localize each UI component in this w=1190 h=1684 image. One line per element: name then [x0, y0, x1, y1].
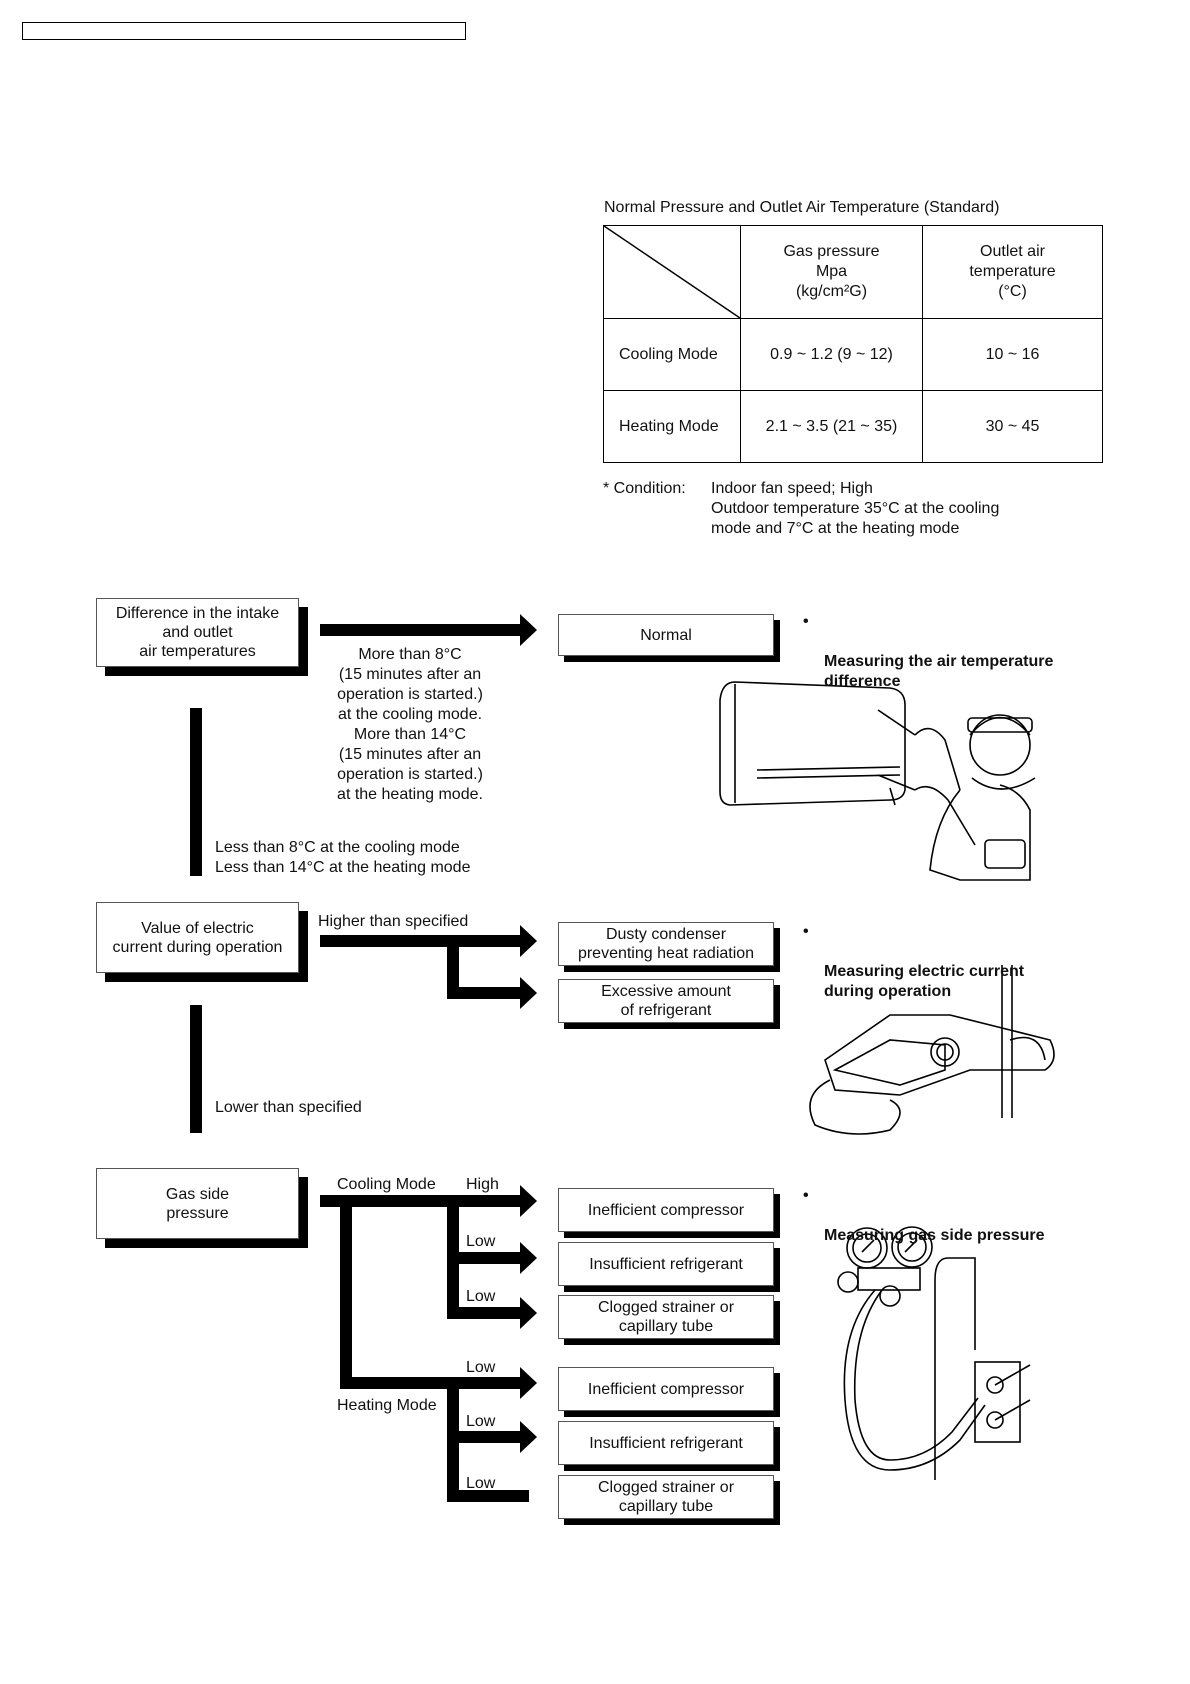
table-row: Cooling Mode 0.9 ~ 1.2 (9 ~ 12) 10 ~ 16	[603, 318, 1103, 391]
arrow-normal	[320, 614, 537, 646]
note-electric-current: • Measuring electric current during oper…	[803, 922, 1025, 1002]
check-electric-current: Value of electric current during operati…	[96, 902, 299, 973]
low-label-cooling-1: Low	[466, 1233, 496, 1250]
gauge-manifold-illustration	[837, 1226, 1031, 1480]
result-clogged-strainer-heating: Clogged strainer or capillary tube	[558, 1475, 774, 1519]
condition-label: * Condition:	[603, 480, 686, 497]
low-label-heating-2: Low	[466, 1413, 496, 1430]
low-label-heating-1: Low	[466, 1359, 496, 1376]
standard-pressure-table: Gas pressure Mpa (kg/cm²G) Outlet air te…	[603, 225, 1103, 463]
bullet-dot: •	[803, 613, 809, 630]
header-gas-pressure: Gas pressure Mpa (kg/cm²G)	[740, 225, 923, 319]
lower-than-specified-label: Lower than specified	[215, 1099, 362, 1116]
low-label-cooling-2: Low	[466, 1288, 496, 1305]
note-gas-pressure: • Measuring gas side pressure	[803, 1186, 1045, 1246]
table-row: Heating Mode 2.1 ~ 3.5 (21 ~ 35) 30 ~ 45	[603, 390, 1103, 463]
bullet-dot: •	[803, 923, 809, 940]
higher-than-specified-label: Higher than specified	[318, 913, 469, 930]
row-mode: Cooling Mode	[603, 318, 741, 391]
note-air-temperature: • Measuring the air temperature differen…	[803, 612, 1054, 692]
arrow-dusty	[320, 925, 537, 957]
result-dusty-condenser: Dusty condenser preventing heat radiatio…	[558, 922, 774, 966]
header-outlet-temperature: Outlet air temperature (°C)	[922, 225, 1103, 319]
arrow-cooling-low-1	[459, 1242, 537, 1274]
heating-bar	[340, 1377, 465, 1389]
arrow-excessive	[447, 977, 537, 1009]
note-air-temperature-text: Measuring the air temperature difference	[824, 653, 1054, 690]
heating-mode-label: Heating Mode	[337, 1397, 437, 1414]
diagonal-line	[604, 226, 740, 318]
condition-line-1: Indoor fan speed; High	[711, 480, 873, 497]
connector-check2-check3	[190, 1005, 202, 1133]
result-excessive-refrigerant: Excessive amount of refrigerant	[558, 979, 774, 1023]
note-electric-current-text: Measuring electric current during operat…	[824, 963, 1025, 1000]
page-header-box	[22, 22, 466, 40]
arrow-heating-low-1	[459, 1367, 537, 1399]
table-corner-cell	[603, 225, 741, 319]
bullet-dot: •	[803, 1187, 809, 1204]
normal-condition-text: More than 8°C (15 minutes after an opera…	[337, 646, 483, 803]
cooling-mode-label: Cooling Mode	[337, 1176, 436, 1193]
low-label-heating-3: Low	[466, 1475, 496, 1492]
arrow-heating-low-2	[459, 1421, 537, 1453]
condition-line-3: mode and 7°C at the heating mode	[711, 520, 960, 537]
branch-vertical-current	[447, 941, 459, 999]
table-title: Normal Pressure and Outlet Air Temperatu…	[604, 199, 1000, 216]
result-insufficient-refrigerant-heating: Insufficient refrigerant	[558, 1421, 774, 1465]
connector-check1-check2	[190, 708, 202, 876]
result-clogged-strainer-cooling: Clogged strainer or capillary tube	[558, 1295, 774, 1339]
row-gas: 0.9 ~ 1.2 (9 ~ 12)	[740, 318, 923, 391]
arrow-cooling-high	[352, 1185, 537, 1217]
row-outlet: 30 ~ 45	[922, 390, 1103, 463]
check-air-temperature-difference: Difference in the intake and outlet air …	[96, 598, 299, 667]
note-gas-pressure-text: Measuring gas side pressure	[824, 1227, 1045, 1244]
gas-main-vertical	[340, 1195, 352, 1389]
row-gas: 2.1 ~ 3.5 (21 ~ 35)	[740, 390, 923, 463]
heating-bottom-bar	[447, 1490, 529, 1502]
high-label: High	[466, 1176, 499, 1193]
check-gas-side-pressure: Gas side pressure	[96, 1168, 299, 1239]
heating-vertical	[447, 1383, 459, 1502]
row-mode: Heating Mode	[603, 390, 741, 463]
arrow-cooling-low-2	[447, 1297, 537, 1329]
result-inefficient-compressor-heating: Inefficient compressor	[558, 1367, 774, 1411]
less-than-condition-text: Less than 8°C at the cooling mode Less t…	[215, 839, 471, 876]
row-outlet: 10 ~ 16	[922, 318, 1103, 391]
condition-line-2: Outdoor temperature 35°C at the cooling	[711, 500, 1000, 517]
result-insufficient-refrigerant-cooling: Insufficient refrigerant	[558, 1242, 774, 1286]
air-temperature-illustration	[719, 681, 1036, 881]
clamp-meter-illustration	[809, 965, 1055, 1135]
cooling-vertical	[447, 1201, 459, 1319]
result-inefficient-compressor-cooling: Inefficient compressor	[558, 1188, 774, 1232]
result-normal: Normal	[558, 614, 774, 656]
